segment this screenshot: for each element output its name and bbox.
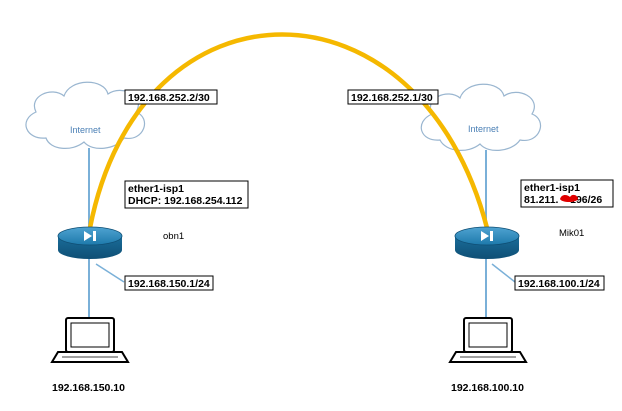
right-router-icon <box>454 226 520 259</box>
right-host-ip: 192.168.100.10 <box>451 382 524 394</box>
left-cloud-label: Internet <box>70 125 101 135</box>
right-tunnel-ip-label: 192.168.252.1/30 <box>351 92 433 104</box>
left-wan-ip-label: DHCP: 192.168.254.112 <box>128 195 243 207</box>
right-cloud-icon: Internet <box>420 83 542 151</box>
left-lan-pointer <box>95 263 125 283</box>
redaction-mark <box>560 194 578 202</box>
tunnel-arc <box>87 32 490 231</box>
right-router-name: Mik01 <box>559 228 584 239</box>
left-laptop-icon <box>50 317 130 363</box>
right-lan-pointer <box>491 263 516 283</box>
left-lan-ip-label: 192.168.150.1/24 <box>128 278 210 290</box>
left-router-icon <box>57 226 123 259</box>
left-host-ip: 192.168.150.10 <box>52 382 125 394</box>
right-laptop-icon <box>448 317 528 363</box>
left-wan-iface-label: ether1-isp1 <box>128 183 184 195</box>
right-wan-iface-label: ether1-isp1 <box>524 182 580 194</box>
right-cloud-label: Internet <box>468 124 499 134</box>
right-lan-ip-label: 192.168.100.1/24 <box>518 278 600 290</box>
left-router-name: obn1 <box>163 231 184 242</box>
left-tunnel-ip-label: 192.168.252.2/30 <box>128 92 210 104</box>
